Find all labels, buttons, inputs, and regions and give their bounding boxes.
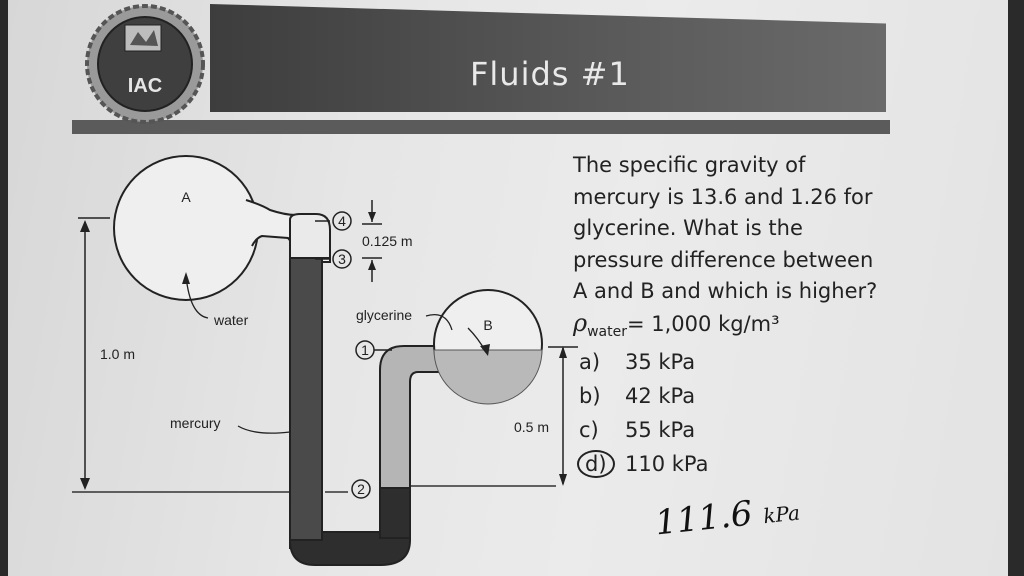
answer-option-a: a) 35 kPa: [573, 346, 903, 380]
label-b: B: [483, 317, 492, 333]
answer-letter-circled: d): [577, 450, 615, 479]
question-block: The specific gravity of mercury is 13.6 …: [573, 150, 903, 482]
point-3-label: 3: [338, 251, 346, 267]
given-density: ρwater= 1,000 kg/m³: [573, 308, 903, 349]
question-line: The specific gravity of: [573, 153, 806, 177]
point-4-label: 4: [338, 213, 346, 229]
iac-logo: IAC: [85, 4, 205, 124]
dim-label-ab: 1.0 m: [100, 346, 135, 362]
answer-value: 35 kPa: [625, 350, 696, 375]
answer-value: 42 kPa: [625, 384, 696, 409]
mercury-right-leg: [379, 487, 411, 539]
dim-label-b: 0.5 m: [514, 419, 549, 435]
point-1-label: 1: [361, 342, 369, 358]
answer-option-b: b) 42 kPa: [573, 380, 903, 414]
label-water: water: [213, 312, 249, 328]
label-mercury: mercury: [170, 415, 221, 431]
point-4-marker: [332, 211, 352, 231]
logo-text: IAC: [128, 75, 162, 97]
page-title: Fluids #1: [470, 55, 630, 93]
header-bar: [210, 4, 886, 112]
point-2-label: 2: [357, 481, 365, 497]
rho-value: = 1,000 kg/m³: [627, 311, 780, 336]
rho-symbol: ρ: [573, 308, 588, 337]
label-a: A: [181, 189, 191, 205]
point-3-marker: [332, 249, 352, 269]
answer-option-c: c) 55 kPa: [573, 414, 903, 448]
answer-letter: c): [579, 418, 599, 443]
question-line: A and B and which is higher?: [573, 279, 878, 303]
question-line: glycerine. What is the: [573, 216, 803, 240]
answer-value: 55 kPa: [625, 418, 696, 443]
mercury-left-leg: [289, 257, 323, 549]
label-glycerine: glycerine: [356, 307, 412, 323]
answer-option-d: d) 110 kPa: [573, 448, 903, 482]
dim-label-gap: 0.125 m: [362, 233, 413, 249]
question-line: pressure difference between: [573, 247, 874, 272]
point-2-marker: [351, 479, 371, 499]
answer-value: 110 kPa: [625, 452, 709, 477]
vessel-b-glycerine: [433, 349, 543, 405]
handwritten-unit: kPa: [762, 500, 802, 529]
answer-letter: a): [579, 350, 601, 375]
header-rule: [72, 120, 890, 134]
manometer-diagram: 1.0 m 0.125 m 4 3 1 2 A B water mercury …: [100, 156, 549, 549]
answer-letter: b): [579, 384, 601, 409]
answer-list: a) 35 kPa b) 42 kPa c) 55 kPa d) 110 kPa: [573, 346, 903, 482]
question-line: mercury is 13.6 and 1.26 for: [573, 184, 873, 209]
rho-subscript: water: [587, 323, 627, 340]
